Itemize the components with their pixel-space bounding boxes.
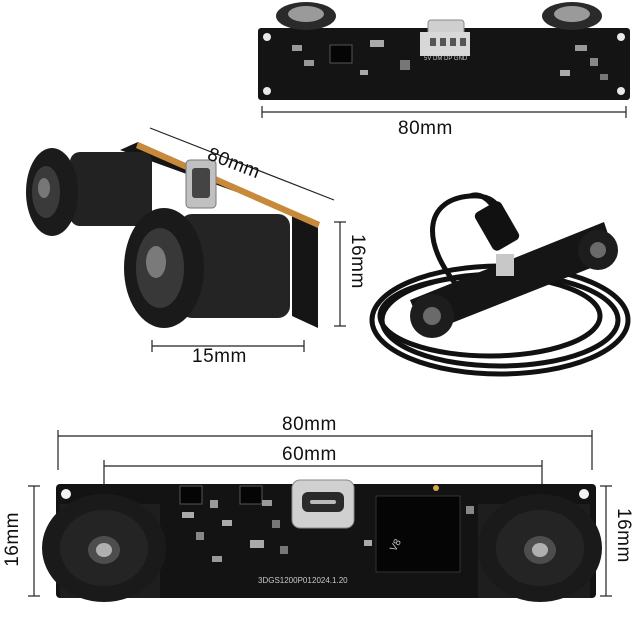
angled-view-depth-label: 15mm xyxy=(192,346,247,367)
angled-view-module xyxy=(26,127,346,352)
top-view-pin-labels: 5V DM DP GND xyxy=(424,56,468,62)
top-view-board xyxy=(258,2,630,118)
top-view-width-label: 80mm xyxy=(398,118,453,139)
angled-view-height-label: 16mm xyxy=(347,234,368,289)
cable-view-board xyxy=(410,201,618,338)
front-view-left-height-label: 16mm xyxy=(2,512,23,567)
front-view-right-height-label: 16mm xyxy=(613,508,634,563)
front-view-board xyxy=(28,430,612,602)
board-date-text: 2024.1.20 xyxy=(312,576,348,585)
board-id-text: 3DGS1200P01 xyxy=(258,576,312,585)
front-view-lens-spacing-label: 60mm xyxy=(282,444,337,465)
front-view-total-width-label: 80mm xyxy=(282,414,337,435)
